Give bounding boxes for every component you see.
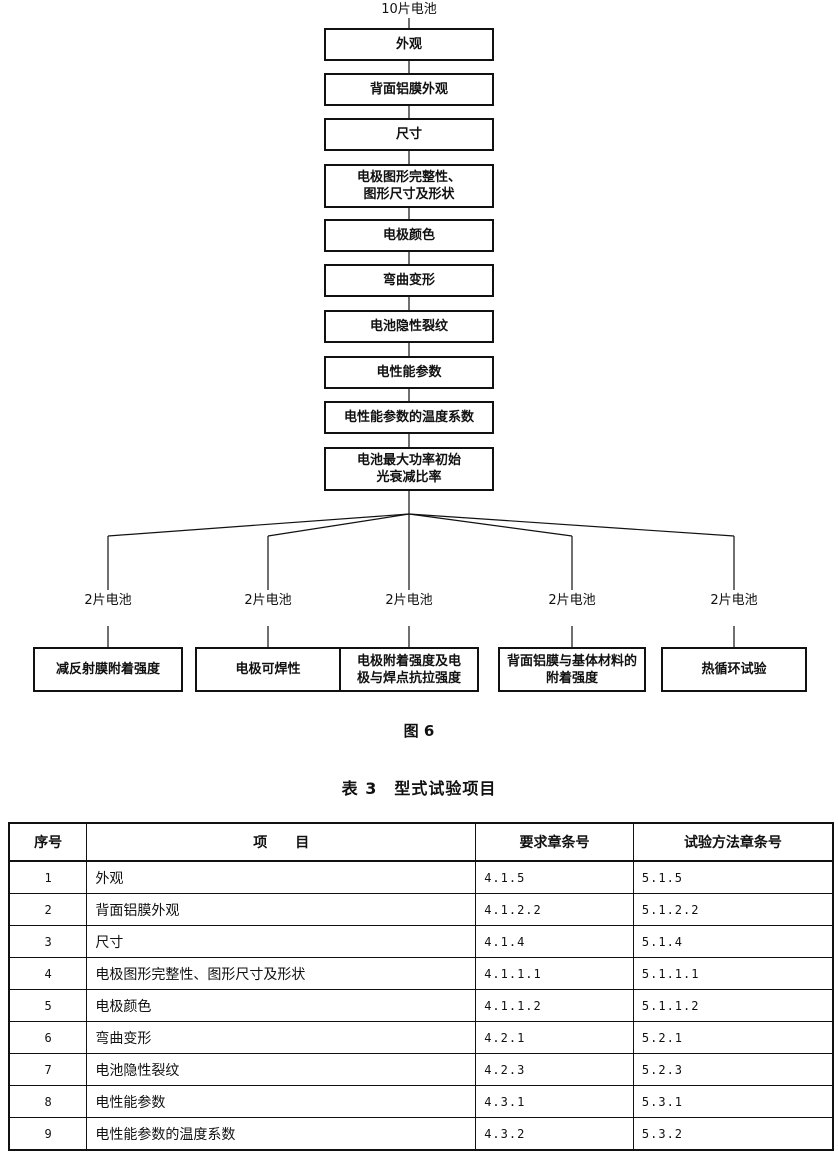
box-text-line: 外观 xyxy=(395,37,422,52)
cell-test-method-clause: 5.1.5 xyxy=(632,860,834,894)
table-header-row: 序号 项 目 要求章条号 试验方法章条号 xyxy=(8,822,834,862)
box-text-line: 光衰减比率 xyxy=(376,470,442,485)
cell-item: 电极图形完整性、图形尺寸及形状 xyxy=(86,957,477,990)
cell-test-method-clause: 5.1.2.2 xyxy=(632,893,834,926)
branch-test-box: 电极可焊性 xyxy=(195,647,341,692)
cell-requirement-clause: 4.3.1 xyxy=(475,1085,634,1118)
branch-connector xyxy=(408,513,573,537)
cell-serial: 1 xyxy=(8,860,88,894)
cell-test-method-clause: 5.1.1.2 xyxy=(632,989,834,1022)
figure-caption: 图 6 xyxy=(403,722,435,740)
cell-serial: 6 xyxy=(8,1021,88,1054)
branch-connector xyxy=(107,513,410,537)
flow-step-box: 弯曲变形 xyxy=(324,264,494,297)
cell-test-method-clause: 5.1.4 xyxy=(632,925,834,958)
header-test-method-clause: 试验方法章条号 xyxy=(632,822,834,862)
branch-sample-label: 2片电池 xyxy=(385,593,433,608)
table-row: 1 外观 4.1.5 5.1.5 xyxy=(8,860,834,894)
flow-step-box: 电池隐性裂纹 xyxy=(324,310,494,343)
table-row: 9 电性能参数的温度系数 4.3.2 5.3.2 xyxy=(8,1117,834,1151)
cell-item: 尺寸 xyxy=(86,925,477,958)
cell-item: 背面铝膜外观 xyxy=(86,893,477,926)
box-text-line: 电极可焊性 xyxy=(235,662,301,677)
cell-serial: 9 xyxy=(8,1117,88,1151)
flow-step-box: 尺寸 xyxy=(324,118,494,151)
test-items-table: 序号 项 目 要求章条号 试验方法章条号 1 外观 4.1.5 5.1.5 2 … xyxy=(8,822,834,1151)
branch-sample-label: 2片电池 xyxy=(84,593,132,608)
table-row: 2 背面铝膜外观 4.1.2.2 5.1.2.2 xyxy=(8,893,834,926)
cell-requirement-clause: 4.1.2.2 xyxy=(475,893,634,926)
table-row: 6 弯曲变形 4.2.1 5.2.1 xyxy=(8,1021,834,1054)
cell-item: 外观 xyxy=(86,860,477,894)
sample-count-label: 10片电池 xyxy=(381,2,437,17)
cell-serial: 4 xyxy=(8,957,88,990)
box-text-line: 电池隐性裂纹 xyxy=(369,319,448,334)
cell-serial: 3 xyxy=(8,925,88,958)
cell-item: 电极颜色 xyxy=(86,989,477,1022)
table-row: 4 电极图形完整性、图形尺寸及形状 4.1.1.1 5.1.1.1 xyxy=(8,957,834,990)
cell-requirement-clause: 4.1.4 xyxy=(475,925,634,958)
box-text-line: 弯曲变形 xyxy=(382,273,435,288)
cell-test-method-clause: 5.1.1.1 xyxy=(632,957,834,990)
cell-requirement-clause: 4.2.1 xyxy=(475,1021,634,1054)
table-row: 5 电极颜色 4.1.1.2 5.1.1.2 xyxy=(8,989,834,1022)
flow-step-box: 电池最大功率初始光衰减比率 xyxy=(324,447,494,491)
branch-test-box: 背面铝膜与基体材料的附着强度 xyxy=(498,647,646,692)
box-text-line: 电性能参数的温度系数 xyxy=(343,410,474,425)
cell-requirement-clause: 4.1.5 xyxy=(475,860,634,894)
table-row: 7 电池隐性裂纹 4.2.3 5.2.3 xyxy=(8,1053,834,1086)
cell-test-method-clause: 5.3.2 xyxy=(632,1117,834,1151)
cell-item: 弯曲变形 xyxy=(86,1021,477,1054)
header-serial: 序号 xyxy=(8,822,88,862)
box-text-line: 热循环试验 xyxy=(701,662,767,677)
table-row: 8 电性能参数 4.3.1 5.3.1 xyxy=(8,1085,834,1118)
box-text-line: 附着强度 xyxy=(545,670,598,686)
cell-requirement-clause: 4.2.3 xyxy=(475,1053,634,1086)
branch-sample-label: 2片电池 xyxy=(244,593,292,608)
branch-test-box: 减反射膜附着强度 xyxy=(33,647,183,692)
flow-diagram: 10片电池外观背面铝膜外观尺寸电极图形完整性、图形尺寸及形状电极颜色弯曲变形电池… xyxy=(33,2,807,692)
table-caption: 表 3 型式试验项目 xyxy=(341,779,497,798)
box-text-line: 极与焊点抗拉强度 xyxy=(356,670,461,686)
flow-step-box: 电性能参数的温度系数 xyxy=(324,401,494,434)
cell-requirement-clause: 4.1.1.1 xyxy=(475,957,634,990)
box-text-line: 图形尺寸及形状 xyxy=(363,187,455,202)
flow-step-box: 电极图形完整性、图形尺寸及形状 xyxy=(324,164,494,208)
branch-sample-label: 2片电池 xyxy=(710,593,758,608)
flow-connectors xyxy=(107,18,735,647)
cell-item: 电性能参数 xyxy=(86,1085,477,1118)
cell-item: 电性能参数的温度系数 xyxy=(86,1117,477,1151)
branch-connector xyxy=(408,513,735,537)
flow-step-box: 电极颜色 xyxy=(324,219,494,252)
cell-serial: 8 xyxy=(8,1085,88,1118)
box-text-line: 电池最大功率初始 xyxy=(356,453,461,468)
box-text-line: 背面铝膜与基体材料的 xyxy=(506,653,637,669)
branch-test-box: 电极附着强度及电极与焊点抗拉强度 xyxy=(339,647,479,692)
cell-test-method-clause: 5.3.1 xyxy=(632,1085,834,1118)
cell-test-method-clause: 5.2.1 xyxy=(632,1021,834,1054)
branch-test-box: 热循环试验 xyxy=(661,647,807,692)
header-requirement-clause: 要求章条号 xyxy=(475,822,634,862)
box-text-line: 电极图形完整性、 xyxy=(356,170,461,185)
flow-step-box: 外观 xyxy=(324,28,494,61)
table-row: 3 尺寸 4.1.4 5.1.4 xyxy=(8,925,834,958)
cell-serial: 2 xyxy=(8,893,88,926)
cell-requirement-clause: 4.1.1.2 xyxy=(475,989,634,1022)
cell-requirement-clause: 4.3.2 xyxy=(475,1117,634,1151)
cell-serial: 7 xyxy=(8,1053,88,1086)
box-text-line: 减反射膜附着强度 xyxy=(55,662,160,677)
branch-connector xyxy=(267,513,410,537)
box-text-line: 尺寸 xyxy=(395,127,422,142)
header-item: 项 目 xyxy=(86,822,477,862)
box-text-line: 电极颜色 xyxy=(382,228,435,243)
cell-test-method-clause: 5.2.3 xyxy=(632,1053,834,1086)
flow-step-box: 背面铝膜外观 xyxy=(324,73,494,106)
cell-item: 电池隐性裂纹 xyxy=(86,1053,477,1086)
box-text-line: 背面铝膜外观 xyxy=(369,82,448,97)
box-text-line: 电性能参数 xyxy=(376,365,442,380)
box-text-line: 电极附着强度及电 xyxy=(356,653,461,669)
flow-step-box: 电性能参数 xyxy=(324,356,494,389)
branch-sample-label: 2片电池 xyxy=(548,593,596,608)
cell-serial: 5 xyxy=(8,989,88,1022)
